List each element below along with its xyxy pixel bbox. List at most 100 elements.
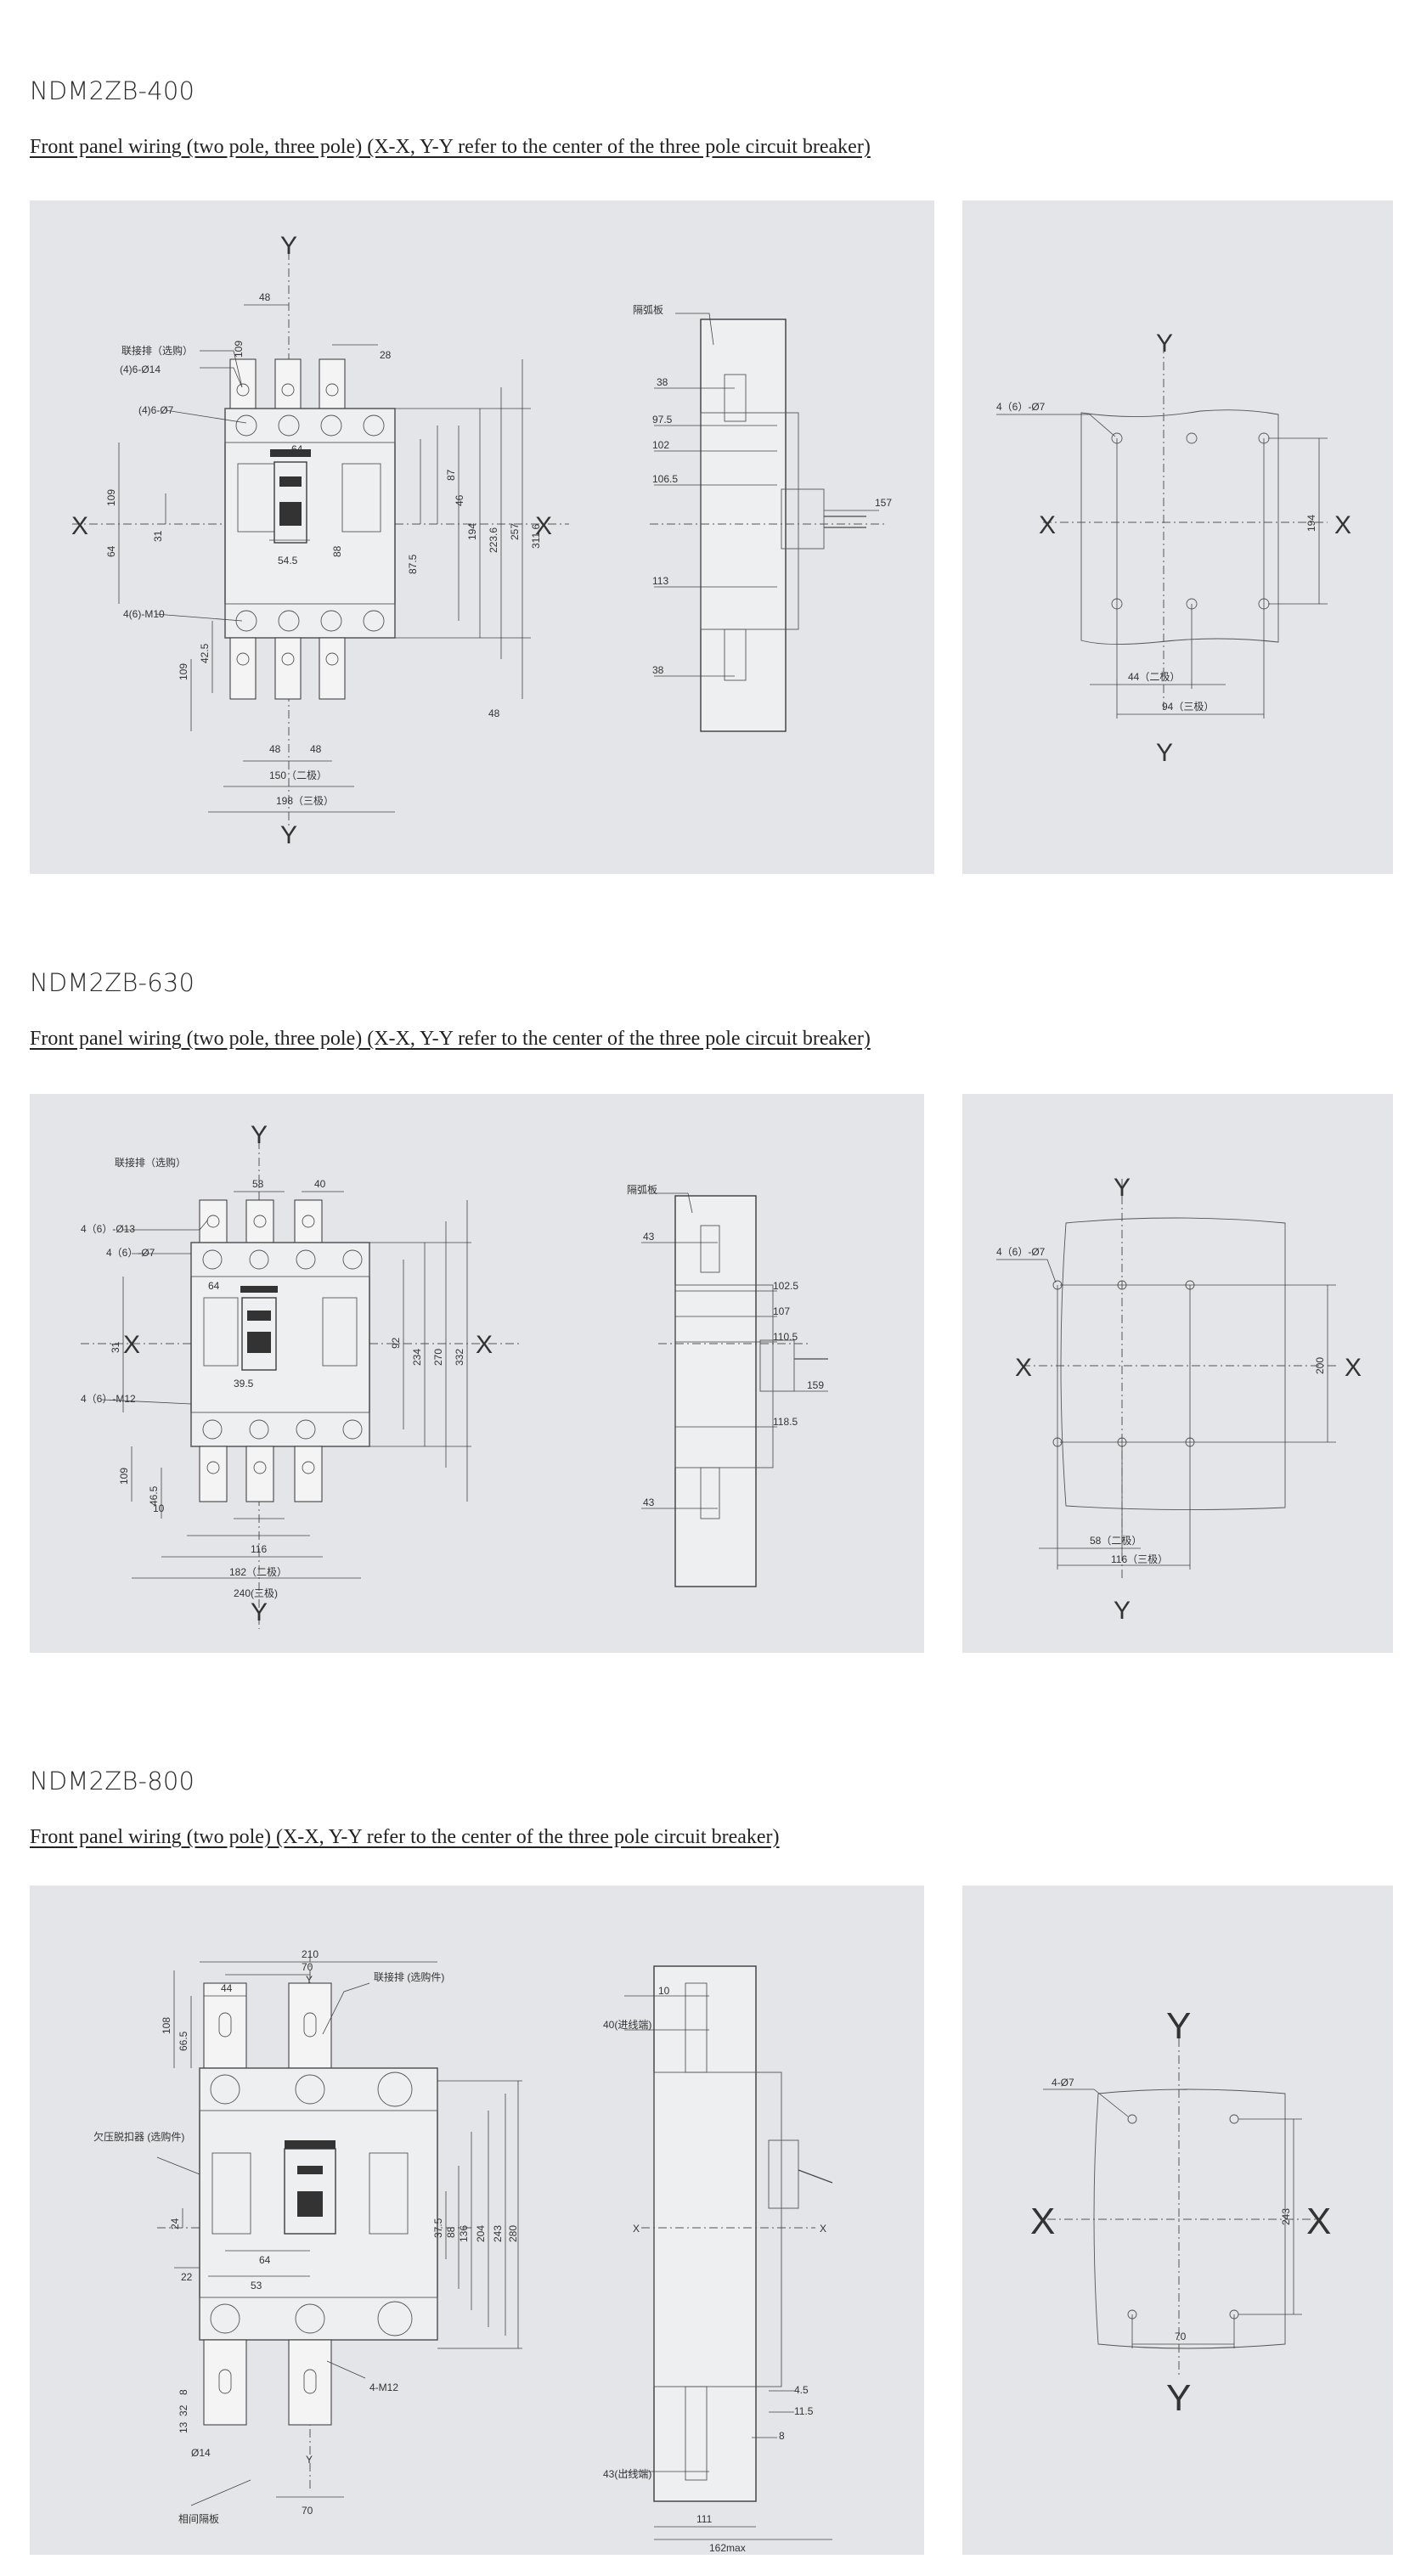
dim-87-5: 87.5	[407, 554, 419, 574]
dim-10: 10	[153, 1502, 165, 1514]
cutout-axis-x-left: X	[1039, 511, 1056, 539]
dim-64-630: 64	[208, 1280, 220, 1292]
cutout-drawing-800: Y Y X X 4-Ø7 243 70	[1030, 2005, 1331, 2419]
cutout-dim-44: 44（二极）	[1128, 671, 1180, 683]
dim-87: 87	[445, 469, 457, 481]
cutout-holes-800: 4-Ø7	[1052, 2077, 1074, 2088]
dim-64-800: 64	[259, 2254, 271, 2266]
label-phase-barrier: 相间隔板	[178, 2513, 219, 2525]
cutout-axis-x-right: X	[1334, 511, 1351, 539]
dim-150: 150（二极）	[269, 769, 327, 781]
label-inlet: 40(进线端)	[603, 2019, 651, 2031]
dim-159: 159	[807, 1379, 824, 1391]
label-arc-plate: 隔弧板	[633, 304, 663, 316]
dim-243-800: 243	[492, 2225, 504, 2242]
dim-113: 113	[652, 575, 668, 587]
dim-10-side: 10	[658, 1985, 670, 1997]
dim-13: 13	[178, 2421, 189, 2433]
dim-162max: 162max	[709, 2542, 746, 2554]
dim-40: 40	[314, 1178, 326, 1190]
dim-53: 53	[251, 2280, 262, 2291]
dim-42-5: 42.5	[199, 643, 211, 663]
axis-y-bottom-800: Y	[306, 2454, 313, 2466]
dim-109-top: 109	[233, 341, 245, 358]
axis-y-top-800: Y	[306, 1974, 313, 1986]
dim-157: 157	[875, 497, 892, 509]
cutout-axis-y-top-800: Y	[1166, 2005, 1191, 2047]
dim-38-bottom: 38	[652, 664, 664, 676]
cutout-axis-x-right-630: X	[1345, 1354, 1362, 1382]
cutout-dim-70: 70	[1175, 2331, 1187, 2342]
model-title-800: NDM2ZB-800	[30, 1767, 195, 1795]
dim-66-5: 66.5	[178, 2031, 189, 2051]
dim-210: 210	[302, 1948, 319, 1960]
label-link-bar-800: 联接排 (选购件)	[374, 1970, 444, 1983]
subtitle-800: Front panel wiring (two pole) (X-X, Y-Y …	[30, 1826, 780, 1848]
dim-48b: 48	[269, 743, 281, 755]
dim-43-bottom: 43	[643, 1497, 655, 1508]
panel-cutout-panel-630: Y Y X X 4（6）-Ø7 200 58（二极） 116（三极）	[962, 1094, 1393, 1653]
axis-y-top-630: Y	[251, 1121, 268, 1149]
label-hole-7-630: 4（6）-Ø7	[106, 1247, 155, 1259]
front-view-drawing-630: Y Y X X	[81, 1121, 522, 1629]
dim-8: 8	[178, 2389, 189, 2395]
axis-x-left: X	[71, 512, 88, 540]
dim-194: 194	[466, 523, 478, 540]
label-link-bar: 联接排（选购）	[121, 344, 193, 357]
dim-234: 234	[411, 1349, 423, 1366]
model-title-400: NDM2ZB-400	[30, 76, 195, 105]
label-outlet: 43(出线端)	[603, 2468, 651, 2480]
panel-cutout-panel-800: Y Y X X 4-Ø7 243 70	[962, 1885, 1393, 2555]
dim-270: 270	[432, 1349, 444, 1366]
dim-280: 280	[507, 2225, 519, 2242]
dim-88-800: 88	[445, 2226, 457, 2238]
cutout-axis-y-bottom-800: Y	[1166, 2377, 1191, 2419]
axis-x-right-630: X	[476, 1331, 493, 1359]
dim-43-top: 43	[643, 1231, 655, 1243]
cutout-dim-243: 243	[1280, 2208, 1292, 2225]
axis-y-bottom: Y	[280, 821, 297, 849]
dim-182: 182（二极）	[229, 1566, 287, 1578]
dim-11-5: 11.5	[794, 2405, 814, 2417]
cutout-axis-x-right-800: X	[1306, 2201, 1331, 2242]
dim-102: 102	[652, 439, 669, 451]
label-arc-plate-630: 隔弧板	[627, 1184, 657, 1196]
dim-48c: 48	[310, 743, 322, 755]
dim-31-630: 31	[110, 1341, 121, 1353]
axis-x-right: X	[535, 512, 552, 540]
axis-x-left-630: X	[123, 1331, 140, 1359]
cutout-axis-y-bottom: Y	[1156, 739, 1173, 767]
axis-y-bottom-630: Y	[251, 1598, 268, 1626]
dim-257: 257	[509, 523, 521, 540]
front-side-drawing-panel-800: Y Y X X	[30, 1885, 924, 2555]
dim-58: 58	[252, 1178, 264, 1190]
dim-64-left2: 64	[105, 545, 117, 557]
cutout-drawing-400: Y Y X X 4（6）-Ø7 194 44（二极） 94（三极）	[996, 330, 1351, 767]
dim-54-5: 54.5	[278, 555, 298, 566]
label-m12: 4（6）-M12	[81, 1393, 136, 1405]
cutout-dim-200: 200	[1314, 1357, 1326, 1374]
cutout-axis-x-left-630: X	[1015, 1354, 1032, 1382]
cutout-axis-y-bottom-630: Y	[1114, 1597, 1131, 1625]
label-m10: 4(6)-M10	[123, 608, 165, 620]
dim-32: 32	[178, 2404, 189, 2416]
dim-97-5: 97.5	[652, 414, 673, 426]
dim-48a: 48	[488, 707, 500, 719]
dim-70-bottom: 70	[302, 2505, 313, 2517]
cutout-dim-194: 194	[1305, 515, 1317, 532]
cutout-dim-58: 58（二极）	[1090, 1535, 1142, 1547]
front-view-drawing-400: Y Y X X	[71, 232, 569, 849]
dim-31: 31	[152, 530, 164, 542]
label-uv-release: 欠压脱扣器 (选购件)	[93, 2130, 184, 2143]
dim-332: 332	[454, 1349, 465, 1366]
dim-39-5: 39.5	[234, 1378, 254, 1389]
side-axis-x-right: X	[820, 2223, 826, 2235]
side-view-drawing-800: 10 40(进线端) 43(出线端) 4.5 11.5 8 111 162max…	[603, 1965, 833, 2554]
model-title-630: NDM2ZB-630	[30, 968, 195, 997]
subtitle-400: Front panel wiring (two pole, three pole…	[30, 136, 871, 158]
label-hole-7: (4)6-Ø7	[138, 404, 174, 416]
dim-48-top: 48	[259, 291, 271, 303]
dim-118-5: 118.5	[773, 1416, 798, 1428]
side-view-drawing-630: 隔弧板 43 102.5 107 110.5 159 118.5 43	[627, 1184, 828, 1587]
axis-y-top: Y	[280, 232, 297, 260]
